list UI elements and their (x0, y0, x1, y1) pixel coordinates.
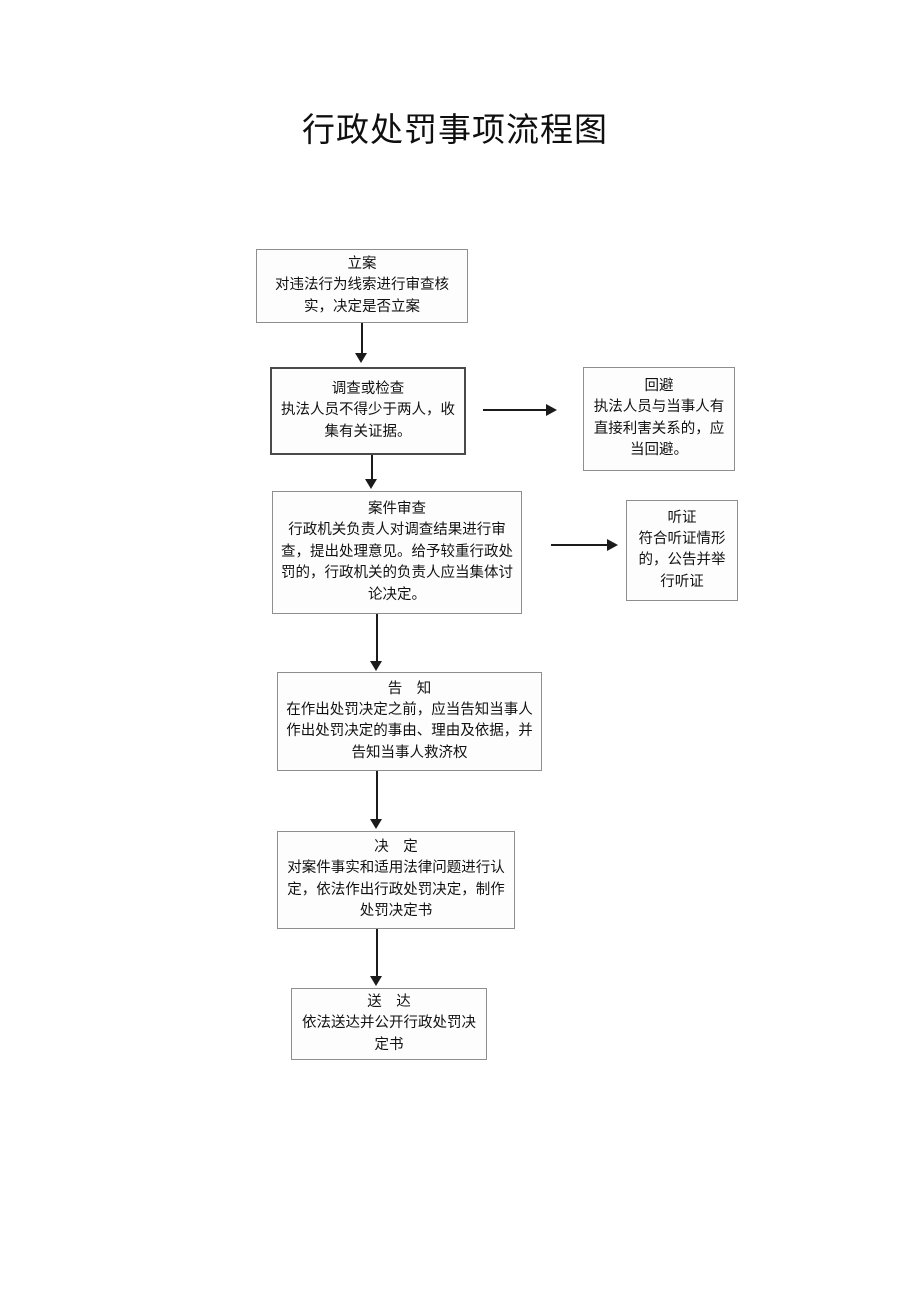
flow-node-recusal-title: 回避 (644, 378, 674, 395)
connector-investigation-to-review (371, 455, 373, 481)
connector-review-to-notify (376, 614, 378, 663)
flow-node-recusal[interactable]: 回避 执法人员与当事人有直接利害关系的，应当回避。 (583, 367, 735, 471)
connector-filing-to-investigation (361, 323, 363, 355)
flow-node-hearing-body: 符合听证情形的，公告并举行听证 (638, 530, 726, 590)
connector-notify-to-decision-arrow (370, 819, 382, 829)
flow-node-investigation-title: 调查或检查 (331, 381, 405, 397)
flow-node-investigation[interactable]: 调查或检查 执法人员不得少于两人，收集有关证据。 (270, 367, 466, 455)
connector-notify-to-decision (376, 771, 378, 821)
connector-investigation-to-recusal (483, 409, 548, 411)
connector-investigation-to-recusal-arrow (546, 404, 557, 416)
flow-node-filing-body: 对违法行为线索进行审查核实，决定是否立案 (275, 277, 449, 315)
connector-review-to-notify-arrow (370, 661, 382, 671)
flow-node-notify-title: 告 知 (387, 680, 432, 697)
flow-node-notify-body: 在作出处罚决定之前，应当告知当事人作出处罚决定的事由、理由及依据，并告知当事人救… (286, 701, 533, 761)
flow-node-recusal-body: 执法人员与当事人有直接利害关系的，应当回避。 (593, 399, 725, 459)
flow-node-investigation-body: 执法人员不得少于两人，收集有关证据。 (281, 402, 455, 440)
page-title: 行政处罚事项流程图 (0, 108, 920, 152)
flow-node-filing[interactable]: 立案 对违法行为线索进行审查核实，决定是否立案 (256, 249, 468, 323)
flow-node-service-body: 依法送达并公开行政处罚决定书 (302, 1015, 476, 1053)
flow-node-decision[interactable]: 决 定 对案件事实和适用法律问题进行认定，依法作出行政处罚决定，制作处罚决定书 (277, 831, 515, 929)
flow-node-notify[interactable]: 告 知 在作出处罚决定之前，应当告知当事人作出处罚决定的事由、理由及依据，并告知… (277, 672, 542, 771)
flow-node-decision-body: 对案件事实和适用法律问题进行认定，依法作出行政处罚决定，制作处罚决定书 (287, 860, 505, 920)
flow-node-review[interactable]: 案件审查 行政机关负责人对调查结果进行审查，提出处理意见。给予较重行政处罚的，行… (272, 491, 522, 614)
connector-decision-to-service-arrow (370, 976, 382, 986)
flow-node-hearing-title: 听证 (667, 509, 697, 526)
connector-investigation-to-review-arrow (365, 479, 377, 489)
connector-decision-to-service (376, 929, 378, 978)
flow-node-decision-title: 决 定 (374, 839, 418, 856)
page-title-text: 行政处罚事项流程图 (302, 110, 608, 149)
flow-node-hearing[interactable]: 听证 符合听证情形的，公告并举行听证 (626, 500, 738, 601)
flow-node-service-title: 送 达 (367, 994, 411, 1010)
connector-review-to-hearing (551, 544, 609, 546)
flow-node-review-title: 案件审查 (368, 501, 426, 517)
connector-review-to-hearing-arrow (607, 539, 618, 551)
flow-node-review-body: 行政机关负责人对调查结果进行审查，提出处理意见。给予较重行政处罚的，行政机关的负… (281, 522, 513, 603)
flow-node-filing-title: 立案 (347, 256, 377, 272)
flow-node-service[interactable]: 送 达 依法送达并公开行政处罚决定书 (291, 988, 487, 1060)
connector-filing-to-investigation-arrow (355, 353, 367, 363)
